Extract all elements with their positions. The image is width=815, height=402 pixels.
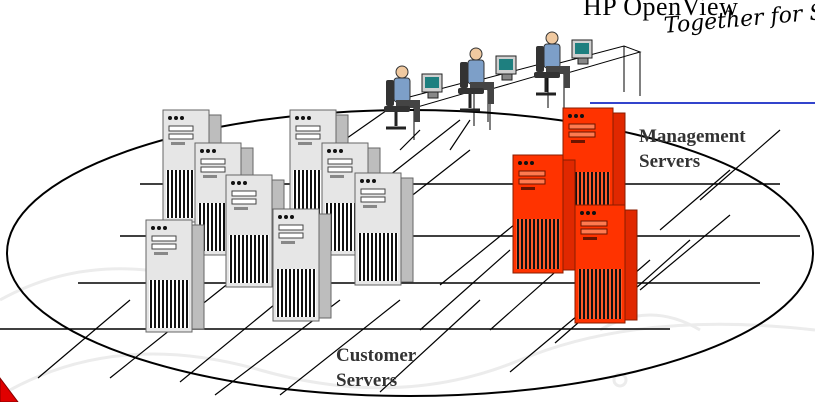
customer-servers-label: Customer Servers [336, 343, 416, 393]
customer-server [145, 219, 205, 333]
warning-corner [0, 377, 19, 402]
customer-server [272, 208, 332, 322]
customer-server [354, 172, 414, 286]
management-label-line1: Management [639, 126, 746, 147]
management-server [574, 204, 638, 324]
management-label-line2: Servers [639, 151, 701, 172]
customer-label-line2: Servers [336, 370, 398, 391]
management-servers [512, 107, 638, 324]
header-title: HP OpenView [583, 0, 739, 21]
management-servers-label: Management Servers [639, 124, 746, 174]
customer-label-line1: Customer [336, 345, 417, 366]
management-server [512, 154, 576, 274]
customer-servers [145, 109, 414, 333]
